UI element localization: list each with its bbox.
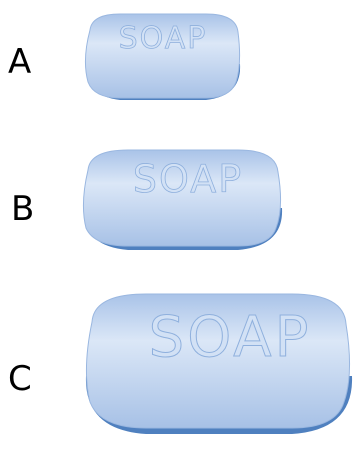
label-a: A [8, 42, 32, 82]
label-c: C [8, 359, 32, 399]
soap-bar-b: SOAP [82, 149, 283, 250]
soap-body [82, 149, 282, 247]
soap-body [84, 13, 241, 99]
soap-engraving: SOAP [133, 157, 243, 201]
soap-body [85, 293, 351, 429]
soap-bar-c: SOAP [85, 293, 353, 434]
soap-bar-a: SOAP [84, 13, 241, 100]
soap-engraving: SOAP [149, 305, 312, 370]
soap-engraving: SOAP [119, 21, 208, 56]
label-b: B [11, 189, 35, 229]
